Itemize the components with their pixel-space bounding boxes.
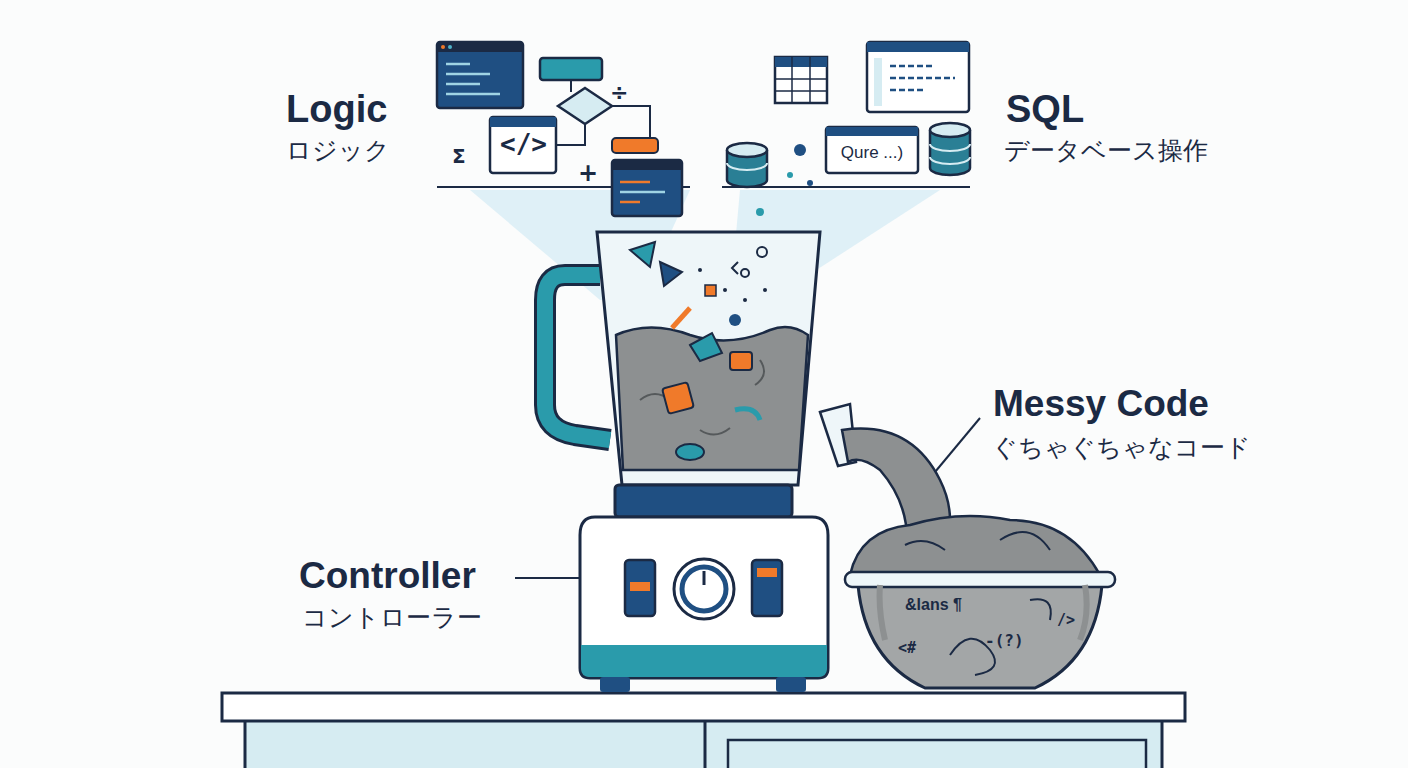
callout-subtitle: コントローラー xyxy=(302,604,482,633)
query-text: Qure ...) xyxy=(841,143,903,163)
callout-title: SQL xyxy=(1006,88,1084,132)
math-symbol: ÷ xyxy=(610,80,628,105)
callout-subtitle: データベース操作 xyxy=(1004,137,1208,166)
callout-subtitle: ぐちゃぐちゃなコード xyxy=(992,434,1251,463)
garbled-text: -(?) xyxy=(985,632,1024,650)
garbled-text: &lans ¶ xyxy=(905,596,962,614)
code-symbol: </> xyxy=(500,130,547,160)
garbled-text: <# xyxy=(898,640,916,657)
callout-title: Logic xyxy=(286,88,387,132)
callout-title: Messy Code xyxy=(993,383,1209,426)
math-symbol: + xyxy=(578,160,598,188)
garbled-text: /> xyxy=(1057,612,1075,629)
math-symbol: Σ xyxy=(452,145,466,168)
callout-title: Controller xyxy=(299,555,476,598)
callout-subtitle: ロジック xyxy=(286,137,390,166)
